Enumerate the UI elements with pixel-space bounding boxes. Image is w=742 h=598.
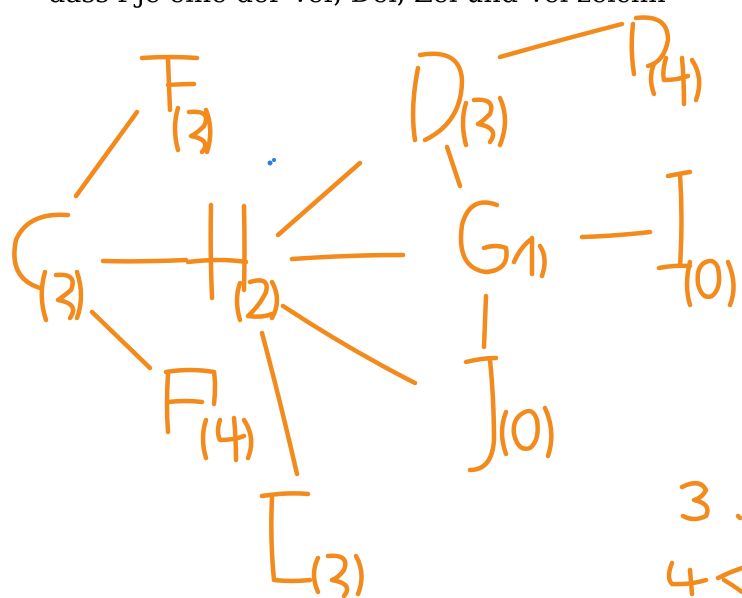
corner-marks [666,480,742,597]
weight-3 [311,553,364,598]
blue-dot [272,158,276,162]
graph-edges [73,21,653,477]
node-F3 [139,54,213,155]
node-H2 [185,202,280,323]
node-J0 [463,355,554,473]
node-F4 [163,367,254,463]
weight-3 [460,95,508,148]
blue-dot [267,160,273,166]
edge-D3-G1 [444,144,463,189]
weight-3 [172,105,213,155]
letter-E [259,491,313,584]
edge-C3-H2 [100,257,189,264]
edge-G1-J0 [481,293,489,350]
node-C3 [12,212,84,323]
letter-I [656,169,693,271]
letter-D [629,15,671,77]
edge-H2-J0 [280,303,418,386]
weight-0 [499,405,554,459]
letter-G [458,200,509,275]
edge-C3-F4 [89,309,153,371]
weight-1 [511,235,547,279]
mark-arrow [715,565,742,595]
node-I0 [656,169,736,308]
letter-D [410,51,465,143]
weight-2 [234,278,280,323]
letter-J [463,355,499,473]
weight-3 [39,269,84,323]
node-D4 [629,15,702,107]
weight-0 [684,258,736,308]
cropped-header-text: dass f je eine der Ver, Dei, Zei und Vei… [48,0,742,8]
mark-4 [666,560,709,597]
edge-H2-E3 [259,330,300,477]
letter-C [12,212,71,291]
weight-4 [648,55,702,107]
letter-F [163,367,218,435]
edge-D3-D4 [497,21,625,60]
letter-F [139,54,200,113]
edge-F3-C3 [73,109,140,199]
letter-H [185,202,249,301]
node-D3 [410,51,508,148]
weight-4 [200,415,254,463]
edge-H2-D3 [275,160,363,238]
node-E3 [259,491,364,598]
mark-3 [679,480,710,522]
edge-H2-G1 [289,252,406,262]
mark-dot [735,513,742,521]
node-G1 [458,200,547,279]
edge-G1-I0 [579,229,653,240]
